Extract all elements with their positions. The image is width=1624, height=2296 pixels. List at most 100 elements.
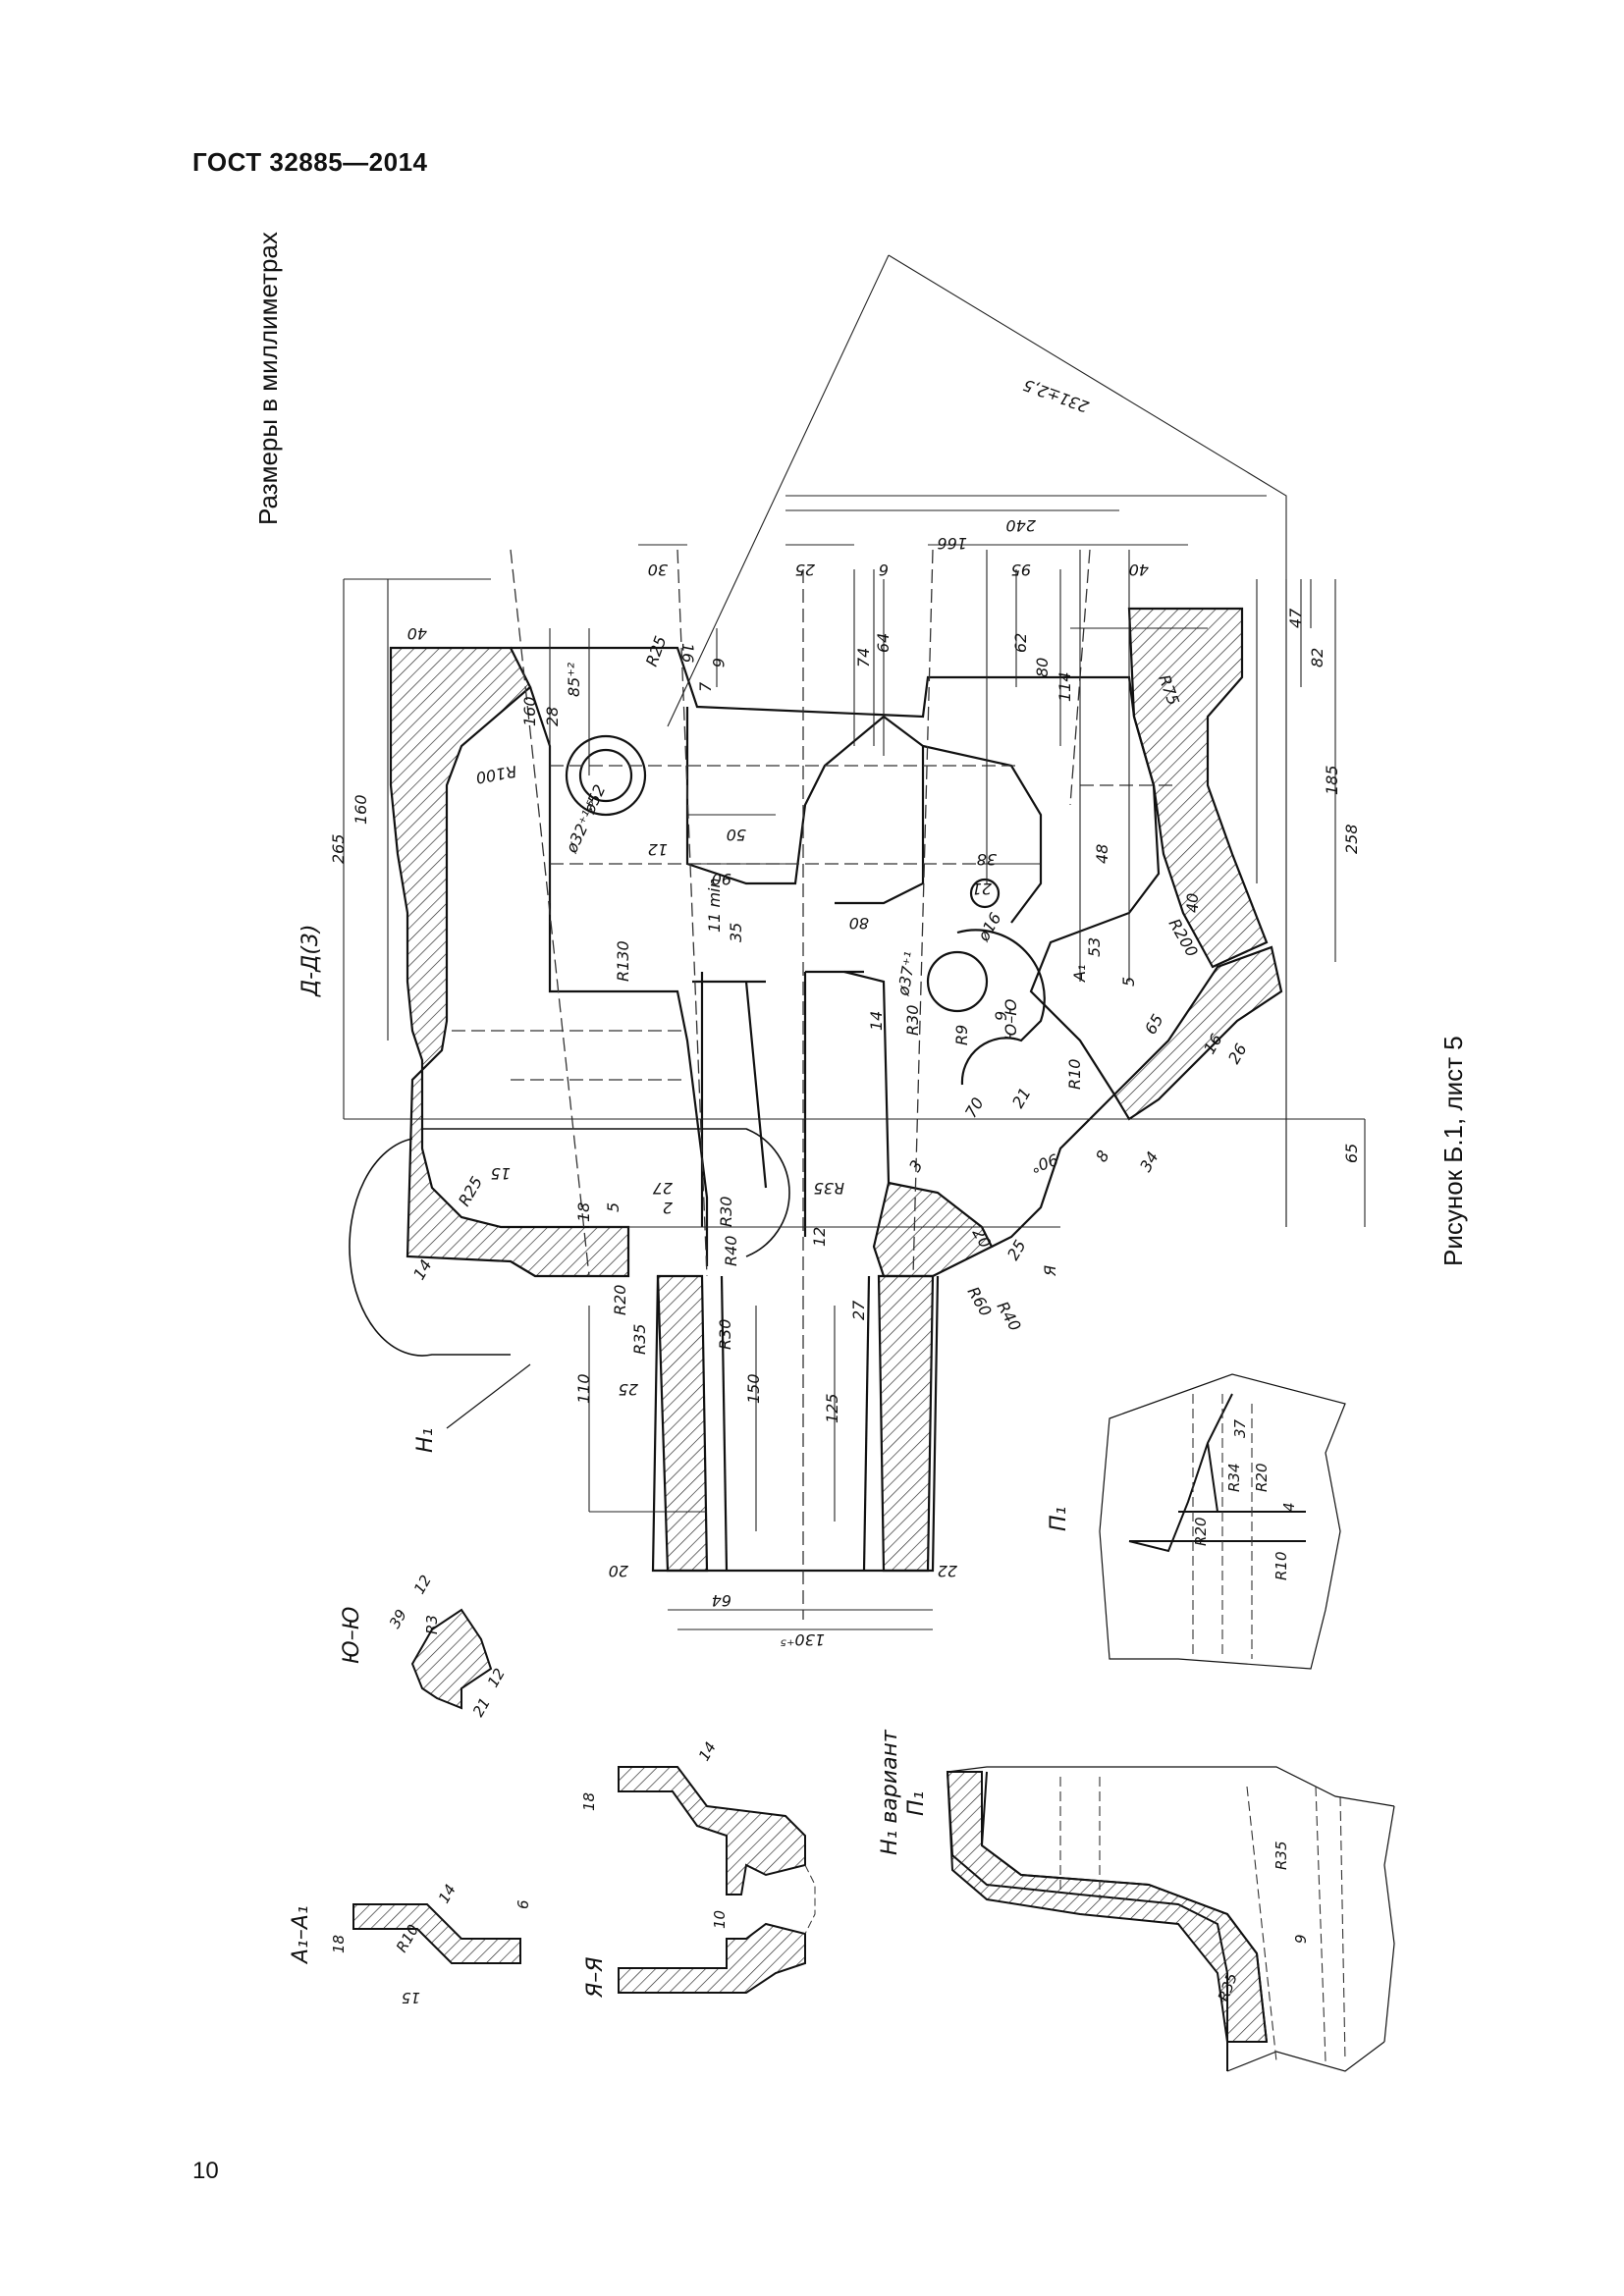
dim-R10b: R10 (1272, 1551, 1290, 1580)
dim-35: 35 (727, 923, 745, 942)
dim-8: 8 (1092, 1148, 1113, 1165)
dim-38: 38 (977, 850, 997, 869)
dim-12b: 12 (810, 1227, 829, 1247)
dim-30: 30 (648, 561, 668, 579)
dim-114: 114 (1056, 671, 1074, 702)
section-YuYu-view: 39 12 R3 12 21 (386, 1572, 509, 1720)
document-header: ГОСТ 32885—2014 (192, 147, 428, 177)
dim-166: 166 (937, 534, 967, 553)
dim-6c: 6 (514, 1899, 532, 1909)
dim-YuYu: Ю–Ю (1001, 998, 1020, 1041)
dim-160: 160 (520, 696, 539, 726)
dim-34: 34 (1136, 1148, 1163, 1175)
dim-80: 80 (1033, 658, 1052, 677)
dim-27: 27 (652, 1179, 673, 1198)
view-label-main: Д-Д(3) (298, 925, 323, 997)
detail-P1-view (1099, 1373, 1346, 1670)
dim-185: 185 (1323, 765, 1341, 795)
dim-R60: R60 (964, 1284, 996, 1320)
main-view (349, 607, 1283, 1573)
dim-R25: R25 (642, 633, 671, 668)
dim-90: 90 (712, 870, 731, 888)
dim-47: 47 (1286, 608, 1305, 628)
dim-40a: 40 (1129, 561, 1149, 579)
dim-R35b: R35 (630, 1324, 649, 1355)
dim-9: 9 (992, 1011, 1010, 1021)
dim-65a: 65 (1141, 1011, 1167, 1038)
right-lower-section (1112, 945, 1283, 1121)
dim-160b: 160 (352, 794, 370, 825)
dim-R20b: R20 (1253, 1463, 1271, 1492)
section-label-YuYu: Ю–Ю (340, 1606, 364, 1664)
dim-R3: R3 (423, 1615, 441, 1634)
dim-R30c: R30 (716, 1319, 734, 1350)
center-lower-section (872, 1181, 994, 1278)
dim-231: 231±2,5 (1021, 376, 1092, 417)
dim-74: 74 (854, 648, 873, 667)
dim-12c: 12 (410, 1572, 435, 1597)
dim-6b: 6 (709, 658, 728, 667)
dim-phi32: ø32⁺¹·⁵ (562, 797, 603, 856)
dim-125: 125 (823, 1393, 841, 1423)
dim-R10: R10 (1065, 1059, 1084, 1090)
dim-10: 10 (711, 1910, 729, 1929)
dim-130: 130⁺⁵ (781, 1630, 825, 1649)
dim-40b: 40 (407, 624, 427, 643)
left-wall-section (389, 646, 630, 1278)
dim-A1: A₁ (1070, 965, 1089, 983)
dim-R30: R30 (903, 1005, 922, 1036)
dim-21: 21 (972, 880, 992, 898)
dim-R35c: R35 (1272, 1841, 1290, 1870)
dim-R40: R40 (722, 1236, 740, 1266)
dim-18b: 18 (580, 1792, 598, 1811)
dim-64: 64 (874, 633, 893, 653)
section-label-YaYa: Я–Я (583, 1956, 608, 1999)
dim-28: 28 (543, 707, 562, 726)
dim-265: 265 (329, 833, 348, 864)
dim-Ya: Я (1041, 1265, 1059, 1277)
dim-15b: 15 (402, 1989, 420, 2006)
dim-18: 18 (574, 1202, 593, 1222)
detail-label-P1: П₁ (1047, 1507, 1071, 1531)
dim-4: 4 (1280, 1502, 1298, 1512)
dim-9b: 9 (1292, 1934, 1310, 1944)
section-label-A1A1: A₁–A₁ (289, 1905, 313, 1965)
dim-R30b: R30 (717, 1197, 735, 1227)
dim-phi37: ø37⁺¹ (893, 950, 920, 998)
dim-16: 16 (678, 643, 697, 663)
dim-50: 50 (727, 826, 746, 844)
section-YaYa-view: 18 14 10 (580, 1738, 816, 1994)
section-A1A1-view: 18 R10 14 6 15 (330, 1881, 532, 2006)
dim-62: 62 (1011, 633, 1030, 653)
dim-82: 82 (1308, 648, 1326, 667)
dim-25b: 25 (1003, 1237, 1030, 1263)
dim-37: 37 (1231, 1418, 1249, 1438)
dim-15: 15 (491, 1164, 511, 1183)
upper-hole (565, 734, 647, 817)
dim-25c: 25 (619, 1380, 638, 1399)
dim-18c: 18 (330, 1935, 348, 1953)
dim-5: 5 (1119, 977, 1138, 987)
leader-label-H1: Н₁ (413, 1428, 438, 1453)
dim-25: 25 (795, 561, 815, 579)
dim-6: 6 (879, 561, 889, 579)
dim-39: 39 (386, 1606, 410, 1631)
dim-258: 258 (1342, 824, 1361, 854)
dim-80b: 80 (849, 914, 869, 933)
dim-26: 26 (1224, 1041, 1251, 1067)
body-outline (511, 646, 1161, 1248)
dim-7: 7 (696, 681, 715, 692)
dim-240: 240 (1005, 516, 1036, 535)
right-leg-section (877, 1274, 935, 1573)
dim-21b: 21 (1008, 1085, 1035, 1111)
dim-2: 2 (663, 1199, 673, 1217)
left-leg-section (656, 1274, 709, 1573)
dim-R100: R100 (474, 762, 517, 787)
dim-90deg: 90° (1028, 1149, 1060, 1177)
dim-R25b: R25 (455, 1173, 486, 1209)
dim-14b: 14 (409, 1256, 436, 1283)
dim-40c: 40 (1183, 893, 1202, 913)
dim-150: 150 (744, 1373, 763, 1404)
dim-64b: 64 (712, 1591, 731, 1610)
